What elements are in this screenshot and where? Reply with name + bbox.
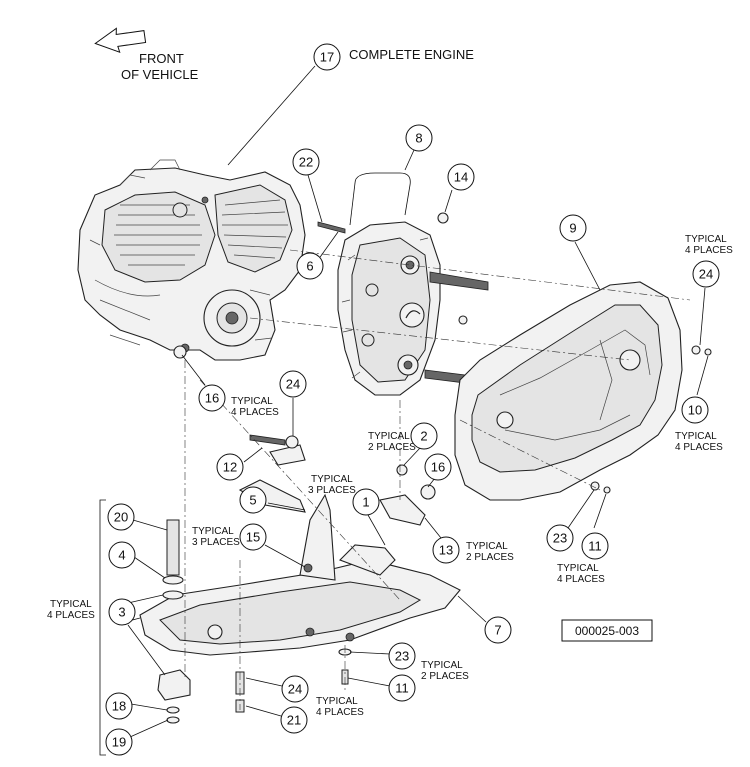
note-typ4-16-l1: TYPICAL [231, 396, 273, 407]
callout-8: 8 [405, 124, 433, 152]
svg-text:6: 6 [306, 259, 313, 274]
callout-24-bottom: 24 [281, 675, 309, 703]
note-typ4-10-l1: TYPICAL [675, 431, 717, 442]
svg-text:1: 1 [362, 495, 369, 510]
callout-18: 18 [105, 692, 133, 720]
drawing-number: 000025-003 [575, 624, 639, 638]
leader-lines [99, 65, 709, 756]
svg-text:11: 11 [588, 539, 602, 554]
svg-text:7: 7 [494, 623, 501, 638]
callout-7: 7 [484, 616, 512, 644]
callout-11-bottom: 11 [388, 674, 416, 702]
note-typ4-11-l1: TYPICAL [557, 563, 599, 574]
note-typ4-24-bottom-l2: 4 PLACES [316, 707, 364, 718]
front-direction-arrow [94, 27, 147, 53]
svg-text:19: 19 [112, 735, 126, 750]
note-typ4-10-l2: 4 PLACES [675, 442, 723, 453]
note-typ3-5-l2: 3 PLACES [308, 485, 356, 496]
svg-text:10: 10 [688, 403, 702, 418]
svg-text:14: 14 [454, 170, 468, 185]
complete-engine-label: COMPLETE ENGINE [349, 47, 474, 62]
callout-23-bottom: 23 [388, 642, 416, 670]
svg-text:5: 5 [249, 493, 256, 508]
note-typ2-2-l1: TYPICAL [368, 431, 410, 442]
note-typ4-24-bottom-l1: TYPICAL [316, 696, 358, 707]
svg-text:9: 9 [569, 221, 576, 236]
svg-text:24: 24 [286, 377, 300, 392]
callout-16-left: 16 [198, 384, 226, 412]
svg-text:23: 23 [395, 649, 409, 664]
note-typ3-15-l1: TYPICAL [192, 526, 234, 537]
callout-21: 21 [280, 706, 308, 734]
callout-12: 12 [216, 453, 244, 481]
note-typ2-2-l2: 2 PLACES [368, 442, 416, 453]
callout-15: 15 [239, 523, 267, 551]
svg-text:13: 13 [439, 543, 453, 558]
note-typ2-23-l1: TYPICAL [421, 660, 463, 671]
callout-2: 2 [410, 422, 438, 450]
callout-24-top-right: 24 [692, 260, 720, 288]
svg-text:20: 20 [114, 510, 128, 525]
callout-19: 19 [105, 728, 133, 756]
svg-text:24: 24 [288, 682, 302, 697]
callout-11-right: 11 [581, 532, 609, 560]
note-typ4-24-l1: TYPICAL [685, 234, 727, 245]
callout-1: 1 [352, 488, 380, 516]
svg-text:4: 4 [118, 548, 125, 563]
drawing-number-box: 000025-003 [561, 619, 653, 642]
note-typ3-15-l2: 3 PLACES [192, 537, 240, 548]
note-typ2-13-l2: 2 PLACES [466, 552, 514, 563]
callout-10: 10 [681, 396, 709, 424]
note-typ4-11-l2: 4 PLACES [557, 574, 605, 585]
svg-text:17: 17 [320, 50, 334, 65]
callout-13: 13 [432, 536, 460, 564]
engine-assembly [77, 159, 306, 361]
svg-text:18: 18 [112, 699, 126, 714]
engine-mount-plate [139, 345, 461, 724]
front-label-line1: FRONT [139, 51, 184, 66]
svg-text:22: 22 [299, 155, 313, 170]
svg-text:24: 24 [699, 267, 713, 282]
typical-notes: TYPICAL 4 PLACES TYPICAL 4 PLACES TYPICA… [47, 234, 733, 718]
svg-text:23: 23 [553, 531, 567, 546]
svg-text:12: 12 [223, 460, 237, 475]
callout-5: 5 [239, 486, 267, 514]
note-typ3-5-l1: TYPICAL [311, 474, 353, 485]
svg-text:21: 21 [287, 713, 301, 728]
callout-3: 3 [108, 598, 136, 626]
alignment-lines [184, 249, 691, 710]
callout-16-right: 16 [424, 453, 452, 481]
transmission-assembly [337, 172, 489, 396]
svg-text:15: 15 [246, 530, 260, 545]
callout-4: 4 [108, 541, 136, 569]
callout-20: 20 [107, 503, 135, 531]
note-typ2-23-l2: 2 PLACES [421, 671, 469, 682]
svg-text:16: 16 [431, 460, 445, 475]
callout-14: 14 [447, 163, 475, 191]
callout-23-right: 23 [546, 524, 574, 552]
note-typ4-16-l2: 4 PLACES [231, 407, 279, 418]
svg-text:2: 2 [420, 429, 427, 444]
svg-text:8: 8 [415, 131, 422, 146]
callout-9: 9 [559, 214, 587, 242]
svg-text:16: 16 [205, 391, 219, 406]
svg-text:3: 3 [118, 605, 125, 620]
front-label-line2: OF VEHICLE [121, 67, 199, 82]
note-typ4-bracket-l2: 4 PLACES [47, 610, 95, 621]
callout-22: 22 [292, 148, 320, 176]
note-typ4-bracket-l1: TYPICAL [50, 599, 92, 610]
callout-17: 17 [313, 43, 341, 71]
belt-cover [454, 281, 683, 501]
callout-6: 6 [296, 252, 324, 280]
note-typ4-24-l2: 4 PLACES [685, 245, 733, 256]
callout-24-mid: 24 [279, 370, 307, 398]
svg-text:11: 11 [395, 681, 409, 696]
hardware-pieces [317, 212, 712, 494]
note-typ2-13-l1: TYPICAL [466, 541, 508, 552]
